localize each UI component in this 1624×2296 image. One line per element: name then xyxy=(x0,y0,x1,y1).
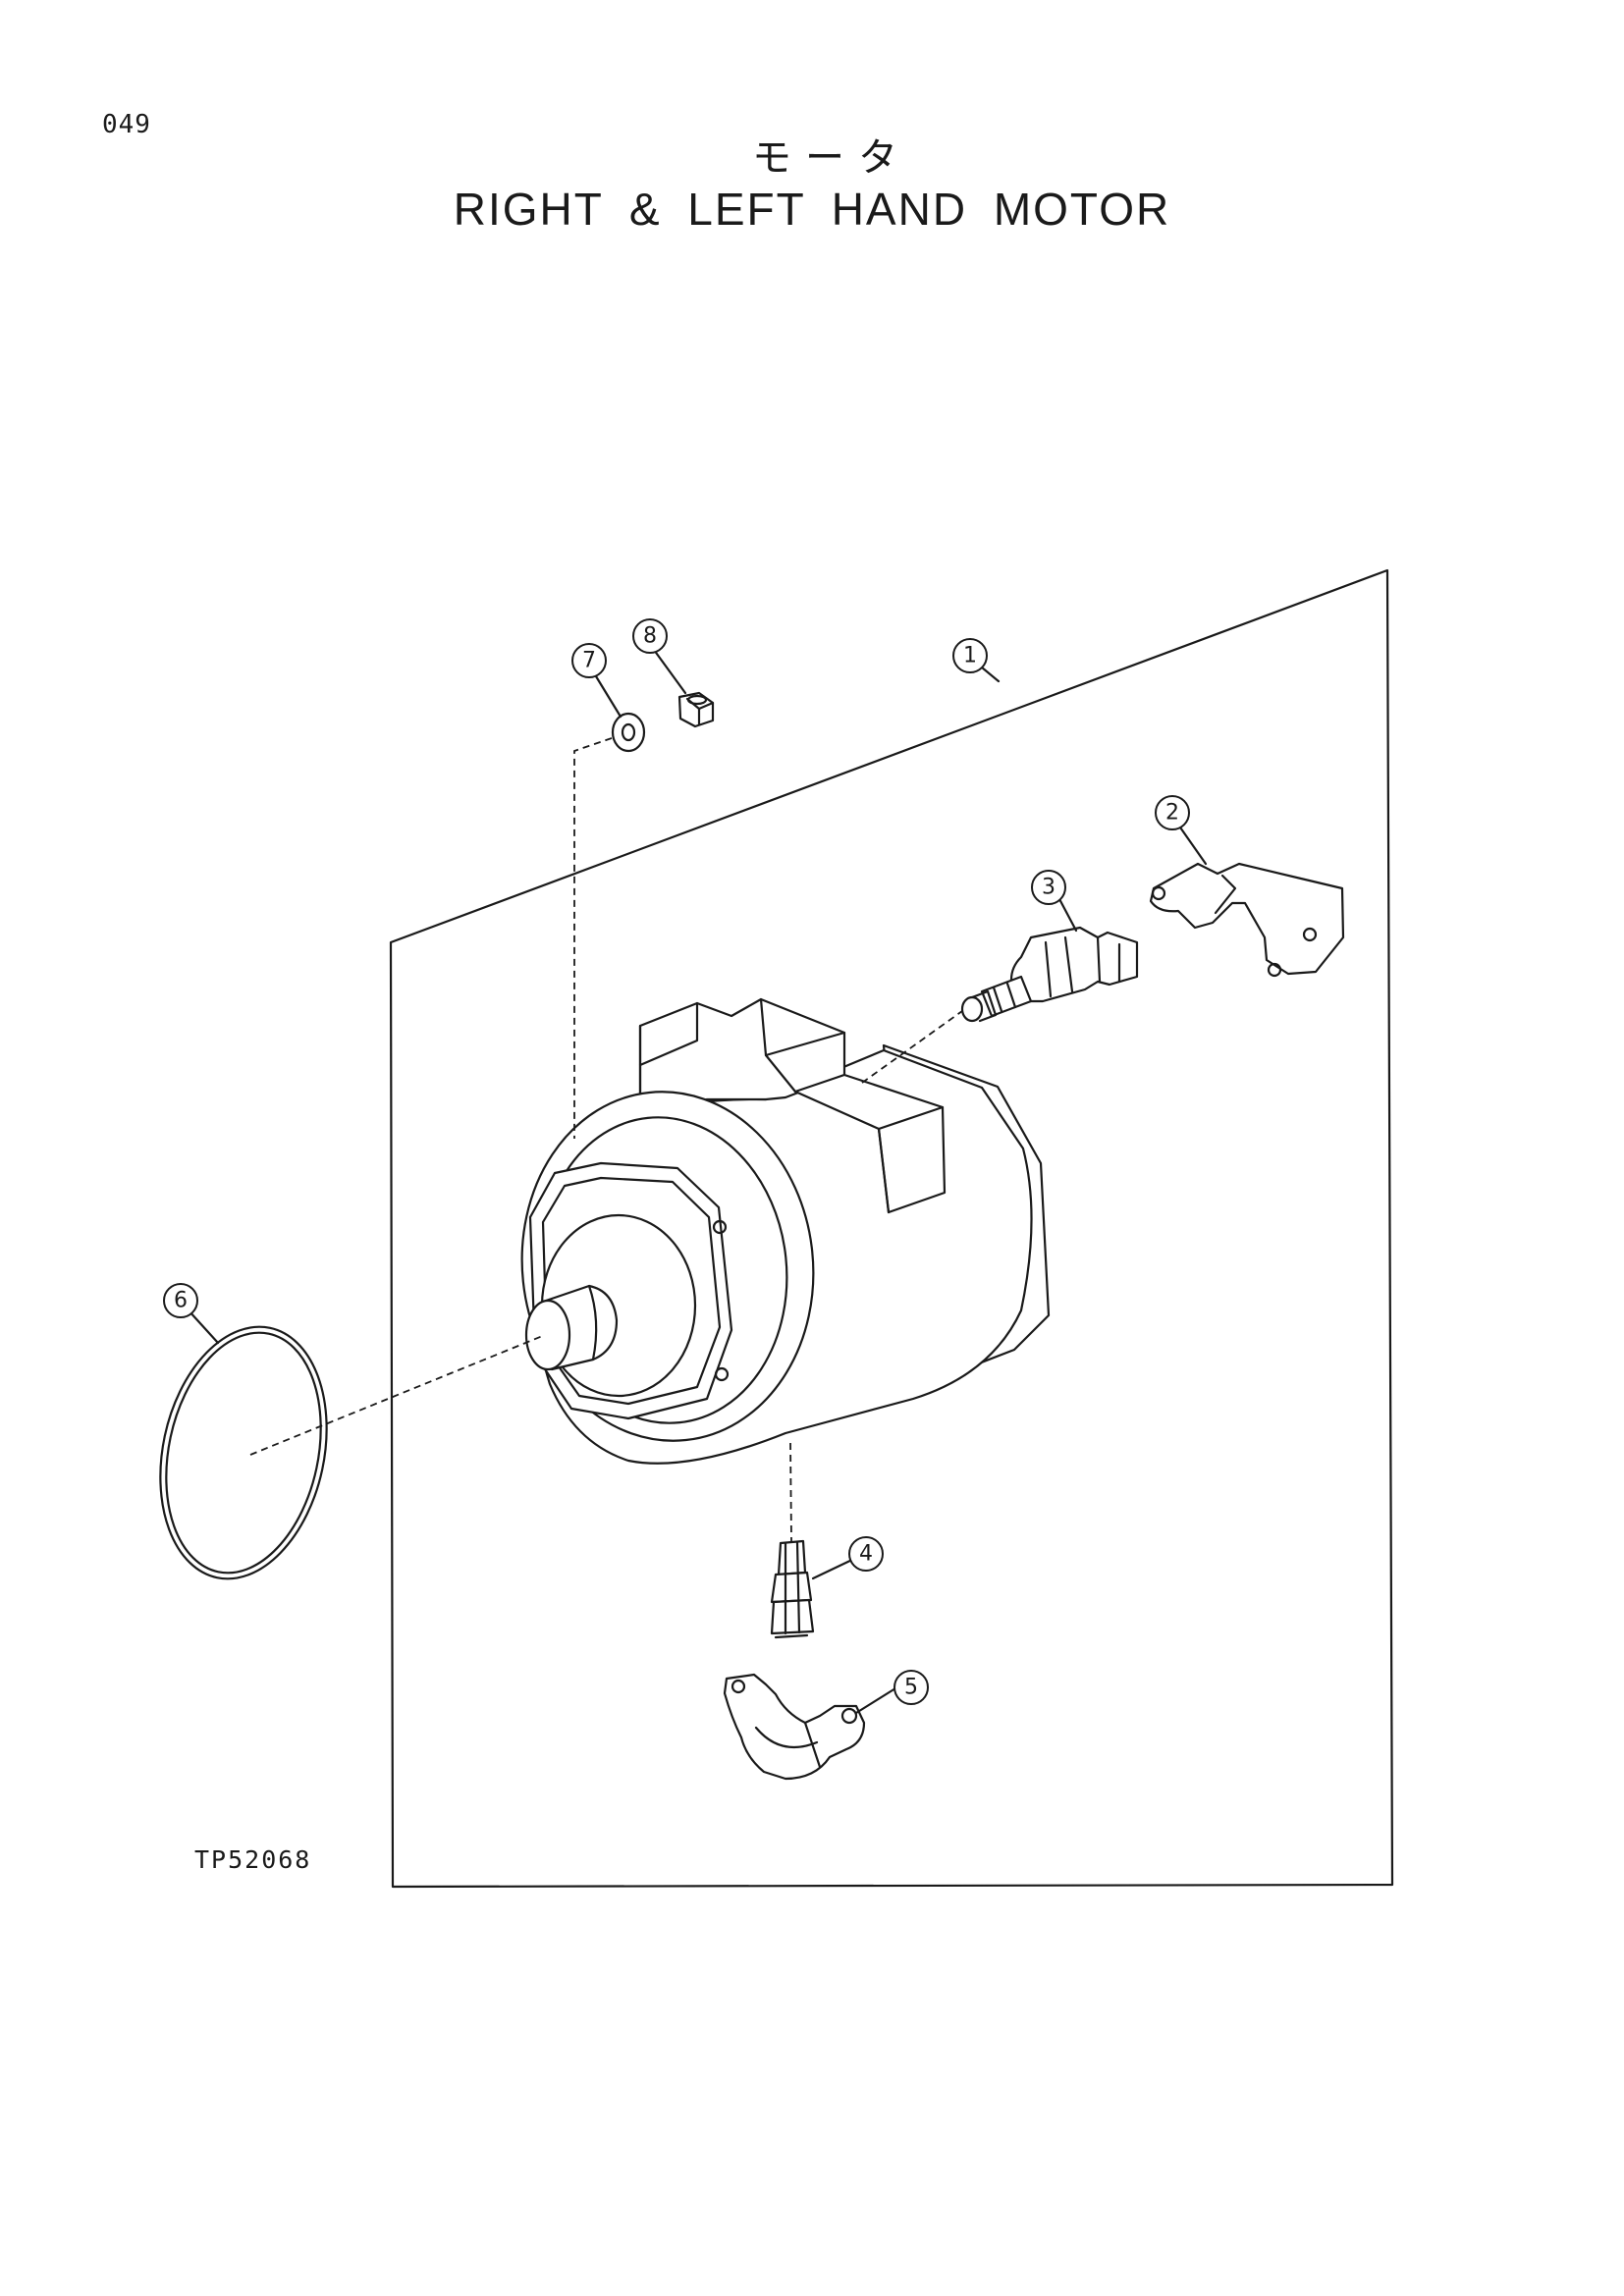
callout-6[interactable]: 6 xyxy=(163,1283,198,1318)
part-5-bracket xyxy=(723,1673,866,1781)
svg-text:3: 3 xyxy=(1042,876,1056,900)
svg-text:2: 2 xyxy=(1165,801,1179,826)
leader-8 xyxy=(652,648,687,695)
svg-text:1: 1 xyxy=(963,644,977,668)
leader-5 xyxy=(854,1686,897,1715)
assembly-boundary xyxy=(389,568,1394,1889)
leader-7 xyxy=(594,674,623,719)
callout-4[interactable]: 4 xyxy=(848,1536,884,1572)
figure-code: TP52068 xyxy=(194,1845,312,1874)
leader-3 xyxy=(1056,895,1078,933)
callout-7[interactable]: 7 xyxy=(571,643,607,678)
part-3-sensor xyxy=(960,926,1139,1023)
callout-1[interactable]: 1 xyxy=(952,638,988,673)
assembly-line-washer xyxy=(573,737,613,1139)
callout-3[interactable]: 3 xyxy=(1031,870,1066,905)
callout-8[interactable]: 8 xyxy=(632,618,668,654)
svg-text:5: 5 xyxy=(904,1676,918,1700)
callout-5[interactable]: 5 xyxy=(893,1670,929,1705)
assembly-line-fitting xyxy=(789,1442,792,1542)
svg-text:8: 8 xyxy=(643,624,657,649)
part-6-o-ring xyxy=(159,1325,328,1580)
page-number: 049 xyxy=(102,110,151,139)
page-title: RIGHT & LEFT HAND MOTOR xyxy=(453,184,1171,235)
svg-text:4: 4 xyxy=(859,1542,873,1567)
callout-2[interactable]: 2 xyxy=(1155,795,1190,830)
title-japanese: モータ xyxy=(752,135,911,181)
leader-2 xyxy=(1176,823,1208,866)
svg-text:7: 7 xyxy=(582,649,596,673)
assembly-line-oring xyxy=(249,1334,546,1456)
part-7-washer xyxy=(611,712,646,753)
leader-6 xyxy=(187,1308,220,1345)
part-2-bracket xyxy=(1149,862,1345,978)
part-4-fitting xyxy=(770,1539,815,1639)
assembly-line-sensor xyxy=(861,1010,963,1084)
part-8-nut xyxy=(677,691,715,728)
leader-4 xyxy=(811,1556,858,1580)
motor-housing xyxy=(520,997,1051,1465)
svg-text:6: 6 xyxy=(174,1289,188,1313)
